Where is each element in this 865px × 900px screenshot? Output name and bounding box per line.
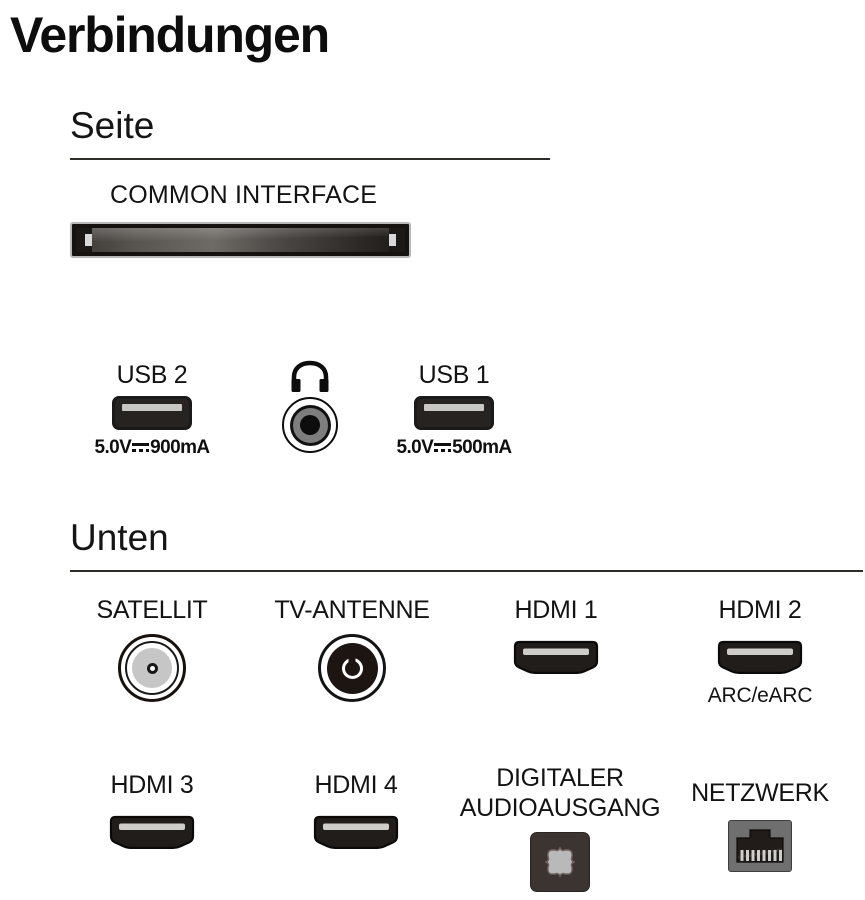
dc-symbol-icon bbox=[132, 442, 150, 454]
port-cell-headphone bbox=[250, 360, 370, 453]
page-title: Verbindungen bbox=[10, 7, 330, 63]
usb2-voltage: 5.0V bbox=[94, 437, 132, 458]
usb-port-icon bbox=[414, 396, 494, 430]
port-cell-satellit: SATELLIT bbox=[62, 595, 242, 702]
hdmi2-arc-label: ARC/eARC bbox=[707, 684, 813, 707]
port-cell-hdmi2: HDMI 2 ARC/eARC bbox=[670, 595, 850, 708]
optical-audio-port-icon bbox=[530, 832, 590, 892]
hdmi2-label: HDMI 2 bbox=[718, 596, 802, 624]
hdmi4-label: HDMI 4 bbox=[314, 771, 398, 799]
section-divider-seite bbox=[70, 158, 550, 160]
usb2-power-rating: 5.0V 900mA bbox=[94, 437, 210, 459]
satellit-label: SATELLIT bbox=[96, 596, 208, 624]
usb1-voltage: 5.0V bbox=[396, 437, 434, 458]
hdmi-port-icon bbox=[507, 637, 605, 679]
hdmi1-label: HDMI 1 bbox=[514, 596, 598, 624]
antenna-connector-icon bbox=[318, 634, 386, 702]
satellite-connector-icon bbox=[118, 634, 186, 702]
port-cell-usb1: USB 1 5.0V 500mA bbox=[364, 360, 544, 459]
tv-antenne-label: TV-ANTENNE bbox=[274, 596, 430, 624]
usb2-current: 900mA bbox=[150, 437, 210, 458]
usb-port-icon bbox=[112, 396, 192, 430]
headphone-jack-icon bbox=[282, 397, 338, 453]
port-cell-hdmi1: HDMI 1 bbox=[466, 595, 646, 679]
digital-audio-out-label-line1: DIGITALER bbox=[496, 764, 624, 792]
port-cell-usb2: USB 2 5.0V 900mA bbox=[62, 360, 242, 459]
network-port-icon bbox=[728, 820, 792, 872]
port-cell-hdmi4: HDMI 4 bbox=[266, 770, 446, 854]
usb1-current: 500mA bbox=[452, 437, 512, 458]
digital-audio-out-label-line2: AUDIOAUSGANG bbox=[459, 794, 661, 822]
headphone-icon bbox=[288, 360, 332, 394]
port-cell-tv-antenne: TV-ANTENNE bbox=[262, 595, 442, 702]
hdmi-port-icon bbox=[711, 637, 809, 679]
usb2-label: USB 2 bbox=[116, 361, 188, 389]
dc-symbol-icon bbox=[434, 442, 452, 454]
port-cell-digital-audio-out: DIGITALER AUDIOAUSGANG bbox=[460, 763, 661, 892]
usb1-label: USB 1 bbox=[418, 361, 490, 389]
common-interface-label: COMMON INTERFACE bbox=[110, 181, 378, 209]
section-divider-unten bbox=[70, 570, 863, 572]
usb1-power-rating: 5.0V 500mA bbox=[396, 437, 512, 459]
port-cell-netzwerk: NETZWERK bbox=[670, 778, 850, 872]
hdmi-port-icon bbox=[307, 812, 405, 854]
netzwerk-label: NETZWERK bbox=[691, 779, 829, 807]
port-cell-hdmi3: HDMI 3 bbox=[62, 770, 242, 854]
section-heading-seite: Seite bbox=[70, 105, 155, 146]
hdmi-port-icon bbox=[103, 812, 201, 854]
section-heading-unten: Unten bbox=[70, 517, 169, 558]
common-interface-slot-icon bbox=[70, 222, 411, 258]
hdmi3-label: HDMI 3 bbox=[110, 771, 194, 799]
